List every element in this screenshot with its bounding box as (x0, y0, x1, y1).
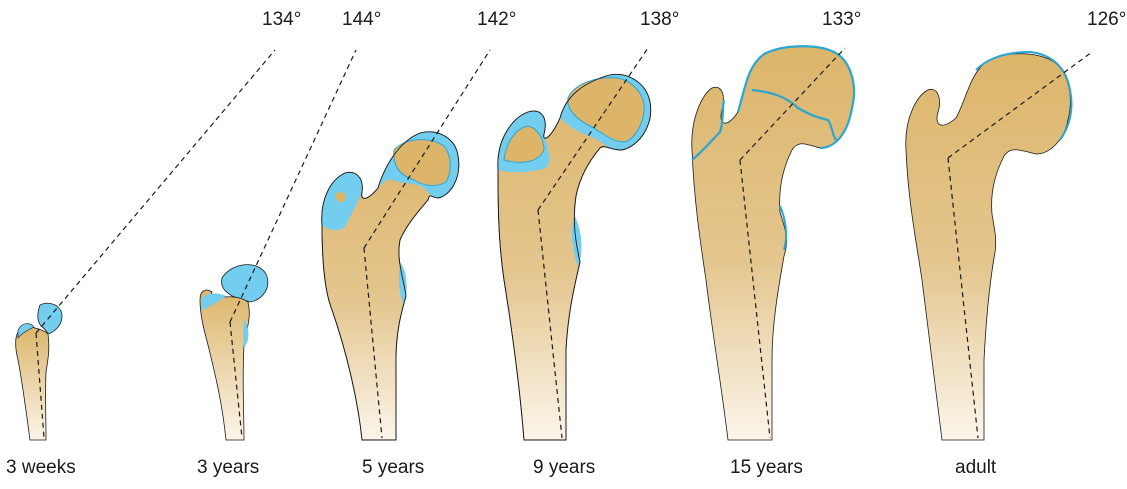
neck-axis-9-years (537, 47, 649, 211)
age-label-5-years: 5 years (362, 457, 425, 478)
shaft-3-years (199, 289, 250, 441)
axis-line-15-years (739, 159, 771, 439)
head-outline-15-years (736, 45, 856, 150)
axis-line-9-years (537, 209, 563, 439)
head-outline-adult (975, 50, 1073, 141)
cartilage-3-weeks (37, 302, 63, 335)
outline-5-years (321, 131, 460, 441)
angle-label-9-years: 138° (640, 9, 680, 30)
head-ossification-5-years (393, 139, 451, 187)
angle-label-3-weeks: 134° (262, 9, 302, 30)
neck-axis-3-weeks (35, 49, 276, 334)
neck-axis-15-years (739, 47, 846, 161)
axis-line-3-years (229, 321, 243, 439)
age-label-3-weeks: 3 weeks (6, 457, 76, 478)
neck-axis-3-years (229, 49, 357, 323)
cartilage-3-years (221, 264, 269, 303)
angle-label-adult: 126° (1087, 9, 1127, 30)
femur-5-years (321, 49, 491, 441)
shaft-3-weeks (15, 326, 50, 441)
age-label-15-years: 15 years (730, 457, 803, 478)
medial-edge-15-years (779, 205, 788, 251)
femur-3-years (199, 49, 357, 441)
trochanter-cartilage-3-years (201, 293, 226, 310)
outline-9-years (497, 74, 652, 441)
age-label-9-years: 9 years (533, 457, 596, 478)
age-label-3-years: 3 years (197, 457, 260, 478)
neck-axis-adult (947, 51, 1093, 159)
angle-label-15-years: 133° (822, 9, 862, 30)
trochanter-ossification-5-years (336, 191, 346, 203)
axis-line-5-years (363, 247, 383, 439)
trochanter-cartilage-3-weeks (17, 323, 35, 339)
femur-3-weeks (15, 49, 276, 441)
femur-9-years (497, 47, 652, 441)
growth-plate-head-15-years (751, 88, 837, 141)
femur-15-years (691, 45, 856, 441)
medial-cartilage-3-years (243, 320, 249, 348)
bone-15-years (691, 45, 855, 441)
neck-axis-5-years (363, 49, 491, 249)
femur-adult (905, 50, 1093, 441)
medial-cartilage-5-years (398, 262, 407, 306)
growth-plate-trochanter-15-years (691, 99, 726, 161)
axis-line-adult (947, 157, 979, 439)
age-label-adult: adult (955, 457, 997, 478)
trochanter-ossification-9-years (503, 125, 545, 163)
bone-adult (905, 53, 1071, 441)
angle-label-3-years: 144° (342, 9, 382, 30)
angle-label-5-years: 142° (477, 9, 517, 30)
